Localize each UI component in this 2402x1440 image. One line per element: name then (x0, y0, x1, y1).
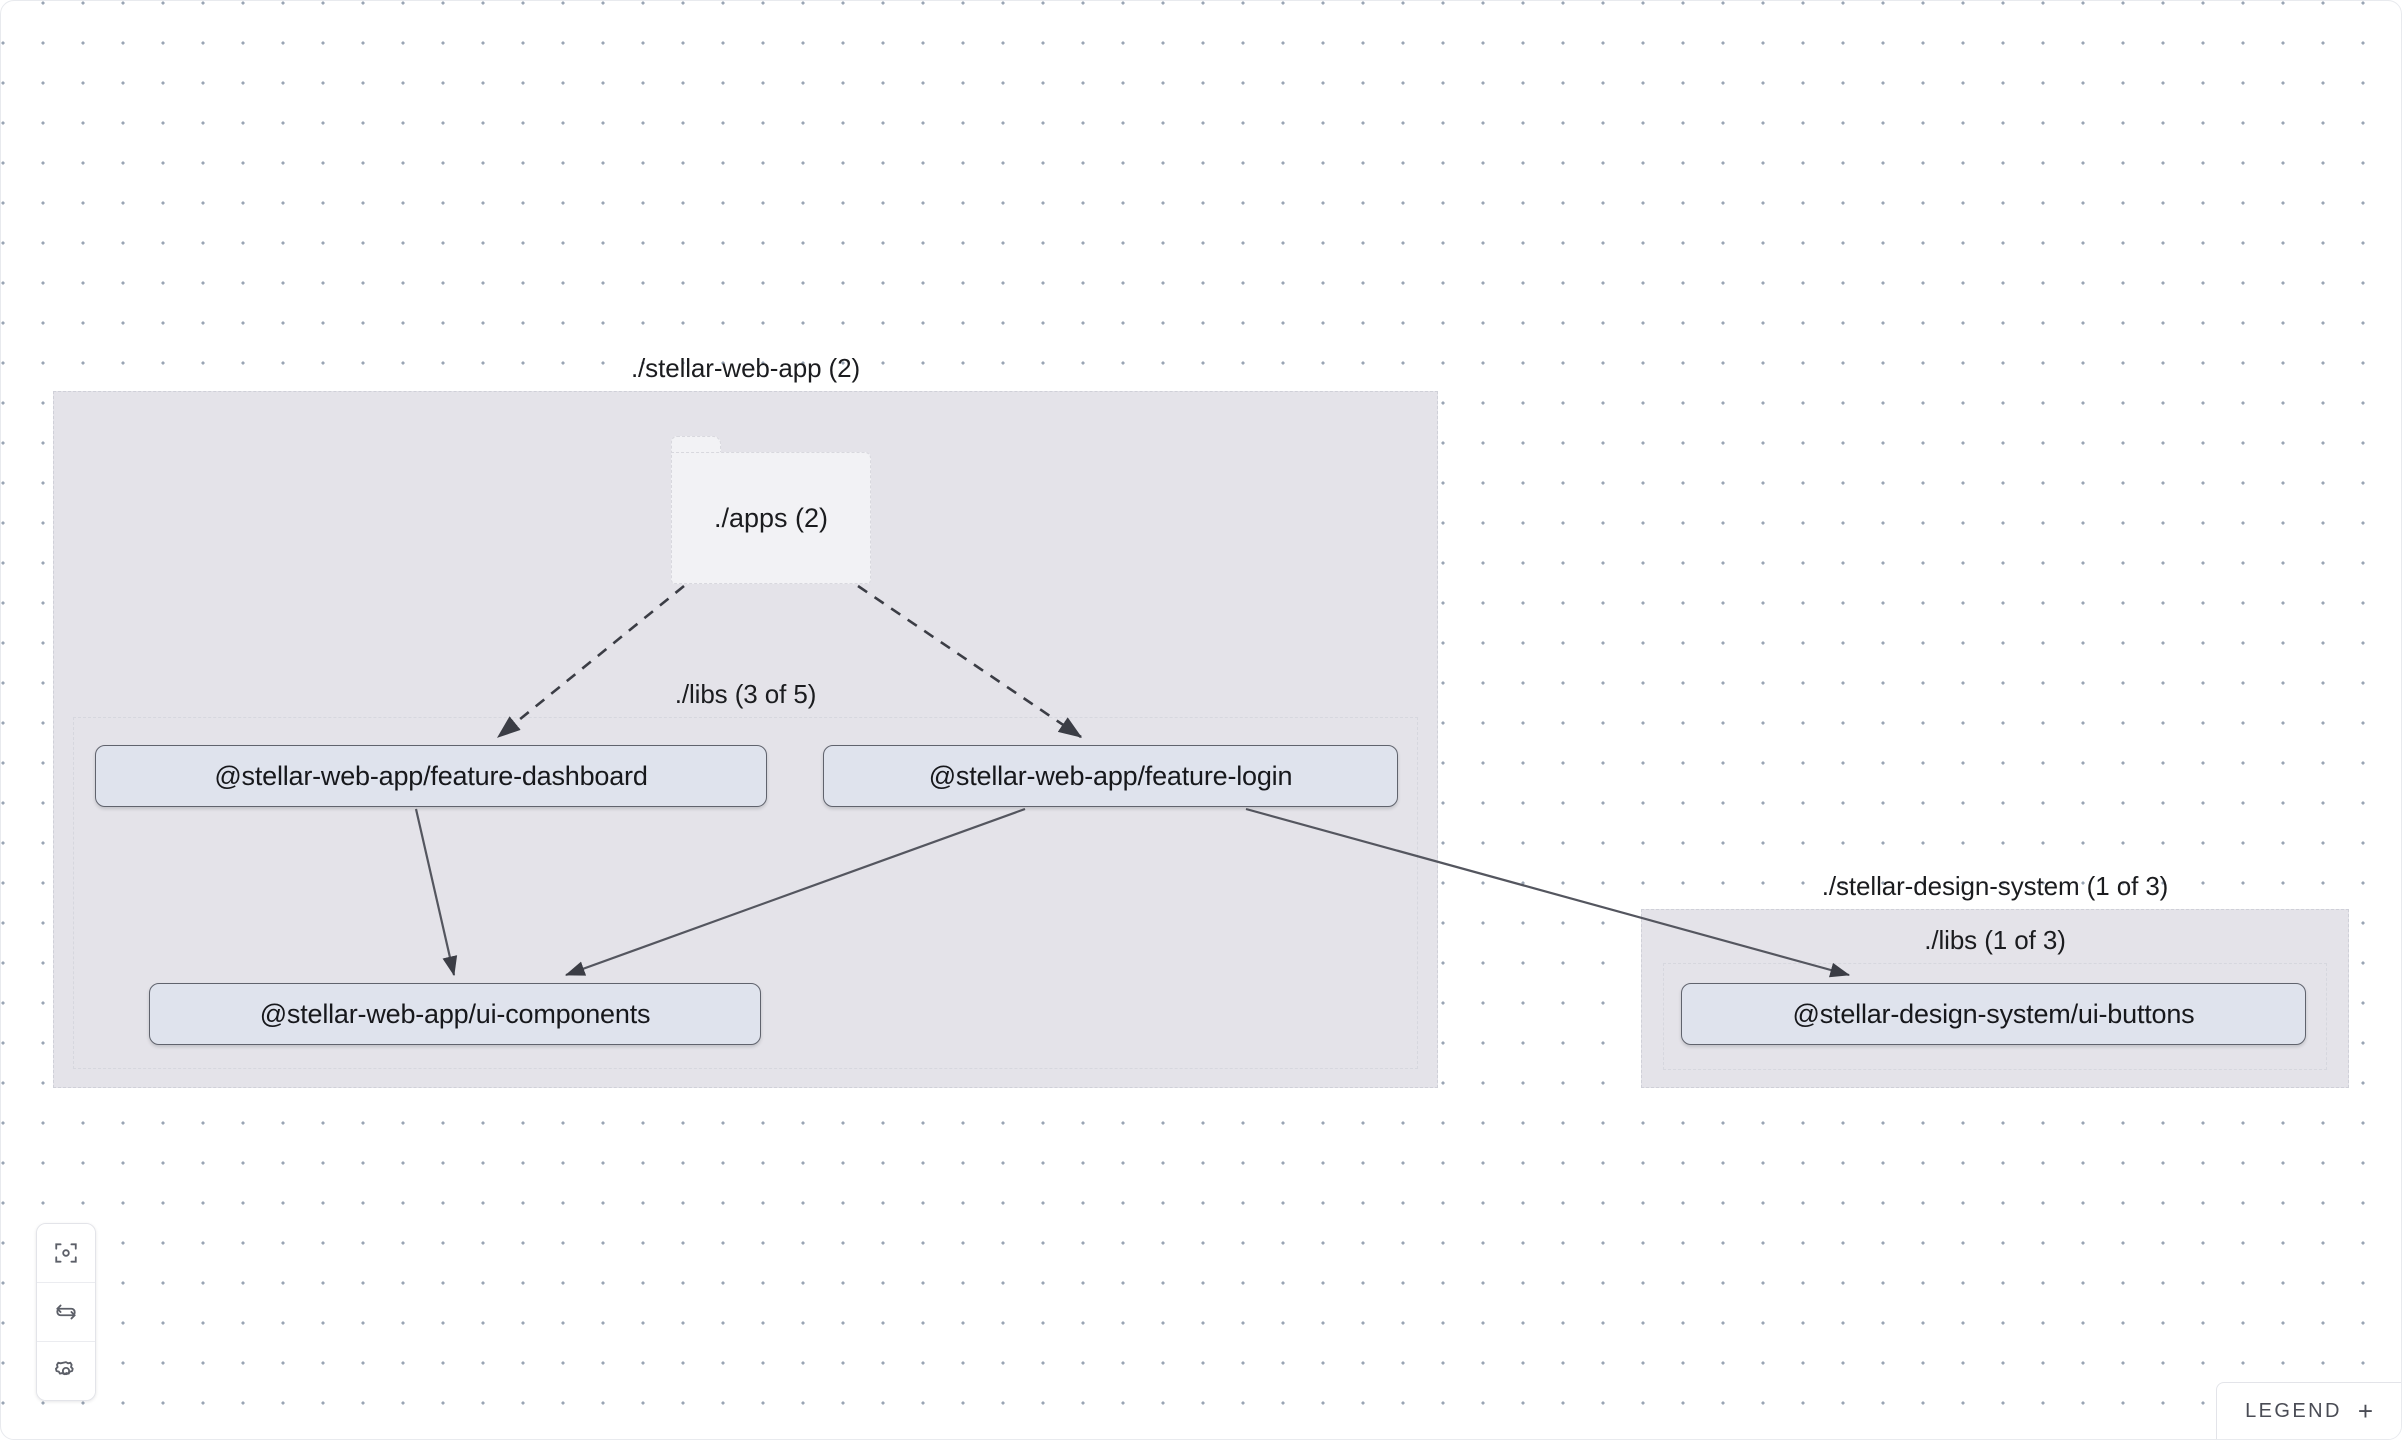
refresh-cycle-icon (53, 1299, 79, 1325)
folder-body: ./apps (2) (671, 452, 871, 584)
project-node-feature-login[interactable]: @stellar-web-app/feature-login (823, 745, 1398, 807)
legend-button[interactable]: LEGEND + (2216, 1382, 2401, 1439)
group-label-stellar-web-app: ./stellar-web-app (2) (630, 353, 861, 383)
group-label-stellar-design-system: ./stellar-design-system (1 of 3) (1821, 871, 2169, 901)
group-box-stellar-design-system-libs[interactable] (1663, 963, 2327, 1070)
project-node-label: @stellar-web-app/feature-dashboard (214, 760, 648, 791)
folder-tab (671, 436, 721, 455)
focus-target-icon (53, 1240, 79, 1266)
project-node-feature-dashboard[interactable]: @stellar-web-app/feature-dashboard (95, 745, 767, 807)
legend-label: LEGEND (2245, 1399, 2342, 1422)
project-node-label: @stellar-design-system/ui-buttons (1792, 998, 2195, 1029)
canvas-toolbar[interactable] (36, 1223, 96, 1401)
folder-node-apps[interactable]: ./apps (2) (671, 436, 871, 584)
project-node-ui-components[interactable]: @stellar-web-app/ui-components (149, 983, 761, 1045)
gear-icon (53, 1358, 79, 1384)
project-node-ui-buttons[interactable]: @stellar-design-system/ui-buttons (1681, 983, 2306, 1045)
focus-graph-button[interactable] (37, 1224, 95, 1283)
group-label-stellar-design-system-libs: ./libs (1 of 3) (1924, 925, 2066, 955)
project-node-label: @stellar-web-app/ui-components (259, 998, 651, 1029)
project-node-label: @stellar-web-app/feature-login (928, 760, 1293, 791)
refresh-graph-button[interactable] (37, 1283, 95, 1342)
plus-icon: + (2357, 1396, 2373, 1426)
folder-label: ./apps (2) (713, 502, 829, 533)
graph-settings-button[interactable] (37, 1342, 95, 1400)
group-label-stellar-web-app-libs: ./libs (3 of 5) (674, 679, 817, 709)
